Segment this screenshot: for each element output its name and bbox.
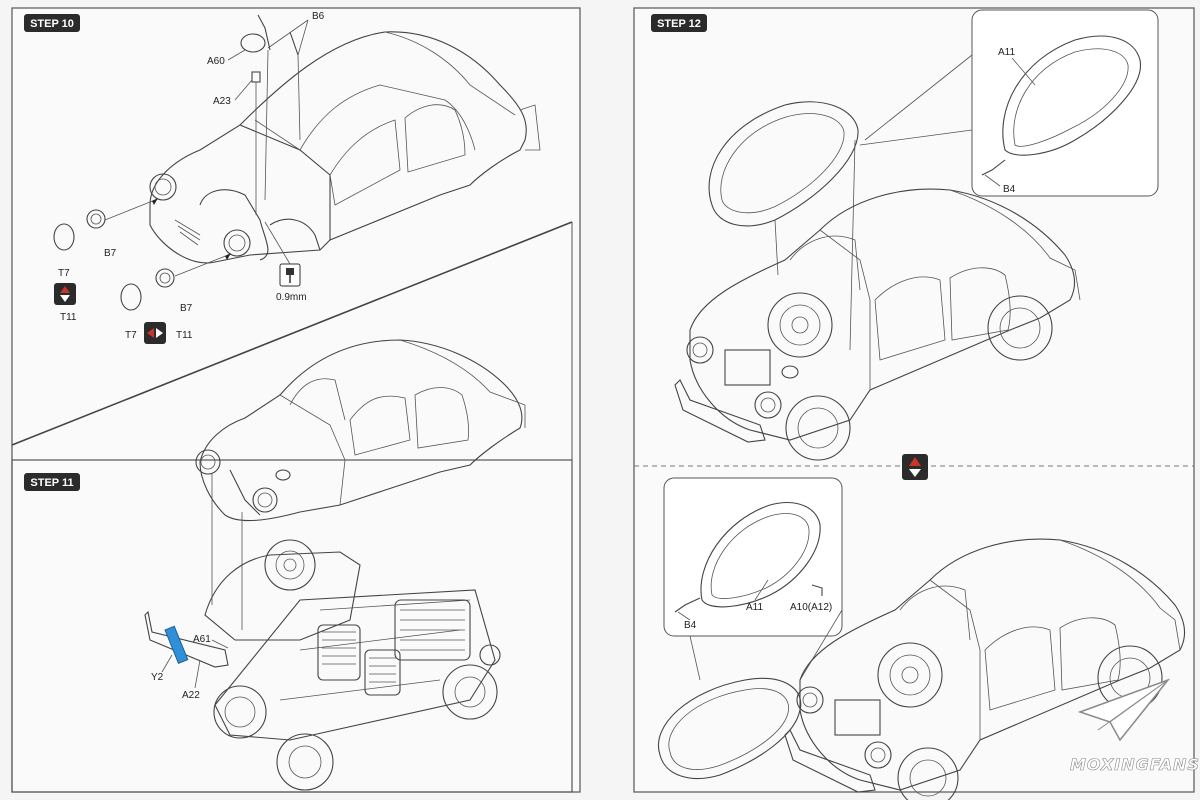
inset-top-label-b4: B4 (1003, 184, 1016, 195)
label-a60: A60 (207, 56, 225, 67)
label-a22: A22 (182, 690, 200, 701)
step11-section: STEP 11 (24, 339, 526, 791)
a60-mirror (240, 33, 266, 53)
step11-frame (11, 459, 573, 793)
a11-hood-floating (708, 101, 859, 227)
label-t11-left: T11 (60, 312, 77, 323)
step11-title: STEP 11 (30, 477, 73, 489)
b6-wipers (257, 14, 299, 56)
watermark-logo: MOXINGFANS.COM (1070, 678, 1200, 774)
label-b7-left: B7 (104, 248, 117, 259)
inset-top-callout (859, 54, 973, 146)
b7-leader-right (174, 254, 229, 277)
watermark-text: MOXINGFANS.COM (1070, 755, 1200, 774)
inset-top: A11 B4 (971, 9, 1159, 197)
step12-title: STEP 12 (657, 18, 701, 30)
step10-section: STEP 10 B6 A60 A23 (24, 11, 541, 344)
t7-lens-right (120, 283, 142, 311)
step11-badge (24, 473, 80, 491)
b7-headlight-right (155, 268, 175, 288)
front-seat-left (317, 624, 361, 681)
inset-bottom: B4 A11 A10(A12) (663, 477, 843, 637)
wheel-rear-right (442, 664, 498, 720)
label-drill-size: 0.9mm (276, 292, 307, 303)
wheel-front-bottom (897, 747, 959, 800)
wheel-front-right (276, 733, 334, 791)
label-t7-right: T7 (125, 330, 137, 341)
label-b7-right: B7 (180, 303, 193, 314)
left-page-frame (11, 7, 581, 793)
b7-headlight-left (86, 209, 106, 229)
inset-bottom-label-a10: A10(A12) (790, 602, 832, 613)
swap-horizontal-icon (144, 322, 166, 344)
drill-icon (279, 263, 301, 287)
wheel-rear-top (987, 295, 1053, 361)
label-b6: B6 (312, 11, 325, 22)
beetle-assembled-bottom (784, 538, 1186, 800)
step10-badge (24, 14, 80, 32)
beetle-body-step11 (195, 339, 526, 522)
label-t7-left: T7 (58, 268, 70, 279)
swap-vertical-icon (54, 283, 76, 305)
step12-section: STEP 12 A11 B4 (651, 9, 1186, 800)
wheel-front-left (213, 685, 267, 739)
inset-bottom-callout (689, 609, 843, 681)
spare-wheel-bottom (877, 642, 943, 708)
label-y2: Y2 (151, 672, 164, 683)
chassis-step11 (204, 539, 501, 791)
b6-leaders (264, 49, 301, 201)
step10-title: STEP 10 (30, 18, 74, 30)
inset-bottom-label-b4: B4 (684, 620, 697, 631)
spare-wheel (264, 539, 316, 591)
label-t11-right: T11 (176, 330, 193, 341)
beetle-body-step10 (149, 31, 541, 264)
wheel-front-top (785, 395, 851, 461)
swap-vertical-icon-variants (902, 454, 928, 480)
a22-bumper (144, 610, 229, 668)
y2-plate-highlight (164, 625, 189, 665)
hood-drop-leaders (774, 139, 856, 351)
label-a23: A23 (213, 96, 231, 107)
body-drop-leaders (211, 474, 243, 630)
inset-bottom-label-a11: A11 (746, 602, 763, 613)
front-seat-right (364, 649, 401, 696)
inset-top-label-a11: A11 (998, 47, 1015, 58)
t7-lens-left (53, 223, 75, 251)
spare-wheel-top (767, 292, 833, 358)
step12-badge (651, 14, 707, 32)
b7-leader-left (104, 199, 156, 221)
beetle-assembled-top (674, 188, 1081, 461)
rear-seat (394, 599, 471, 661)
diagonal-divider (11, 221, 573, 446)
label-a61: A61 (193, 634, 211, 645)
